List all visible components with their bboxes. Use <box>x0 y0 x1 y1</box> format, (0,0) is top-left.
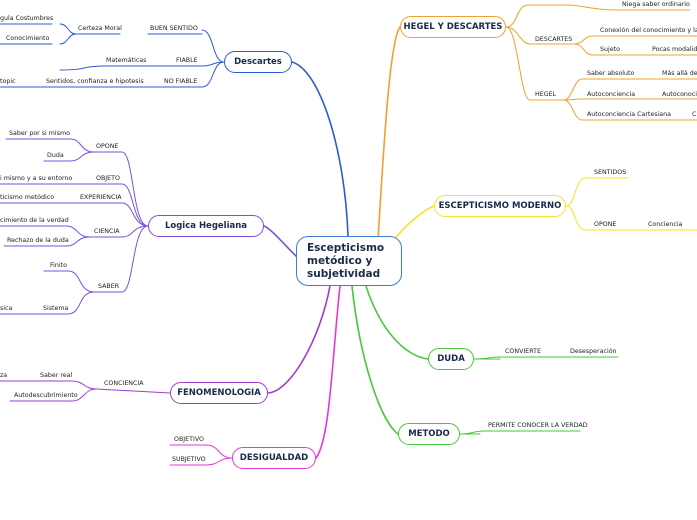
node-descartes[interactable]: Descartes <box>224 51 292 73</box>
topic-saber-absoluto[interactable]: Saber absoluto <box>587 70 635 77</box>
topic-c[interactable]: C <box>692 111 697 118</box>
node-duda[interactable]: DUDA <box>428 348 474 370</box>
topic-desesperacion[interactable]: Desesperación <box>570 348 617 355</box>
topic-gula-costumbres[interactable]: gula Costumbres <box>0 15 54 22</box>
node-logica-hegeliana[interactable]: Logica Hegeliana <box>148 215 264 237</box>
topic-matematicas[interactable]: Matemáticas <box>106 57 147 64</box>
topic-autoconciencia-cartesiana[interactable]: Autoconciencia Cartesiana <box>587 111 671 118</box>
topic-finito[interactable]: Finito <box>50 262 67 269</box>
node-metodo[interactable]: METODO <box>398 423 460 445</box>
topic-fiable[interactable]: FIABLE <box>176 57 198 64</box>
topic-conexion[interactable]: Conexión del conocimiento y la me <box>600 27 697 34</box>
topic-sujeto[interactable]: Sujeto <box>600 46 620 53</box>
node-escepticismo-moderno[interactable]: ESCEPTICISMO MODERNO <box>434 195 566 217</box>
topic-za[interactable]: za <box>0 372 8 379</box>
topic-descartes-sub[interactable]: DESCARTES <box>535 36 573 43</box>
topic-objetivo[interactable]: OBJETIVO <box>174 436 204 443</box>
topic-certeza-moral[interactable]: Certeza Moral <box>78 25 122 32</box>
topic-saber-por-si-mismo[interactable]: Saber por si mismo <box>9 130 70 137</box>
topic-autoconocim[interactable]: Autoconocim <box>662 91 697 98</box>
central-topic[interactable]: Escepticismo metódico y subjetividad <box>296 236 402 286</box>
topic-saber[interactable]: SABER <box>98 283 120 290</box>
node-hegel-y-descartes[interactable]: HEGEL Y DESCARTES <box>400 16 506 38</box>
topic-niega-saber[interactable]: Niega saber ordinario <box>622 1 690 8</box>
topic-no-fiable[interactable]: NO FIABLE <box>164 78 198 85</box>
topic-autoconciencia[interactable]: Autoconciencia <box>587 91 636 98</box>
topic-convierte[interactable]: CONVIERTE <box>505 348 541 355</box>
topic-subjetivo[interactable]: SUBJETIVO <box>172 456 206 463</box>
topic-sentidos-confianza[interactable]: Sentidos, confianza e hipotesis <box>46 78 144 85</box>
topic-conocimiento-verdad[interactable]: cimiento de la verdad <box>0 217 69 224</box>
topic-ciencia[interactable]: CIENCIA <box>94 228 120 235</box>
topic-sentidos[interactable]: SENTIDOS <box>594 169 627 176</box>
topic-permite-conocer[interactable]: PERMITE CONOCER LA VERDAD <box>488 422 588 429</box>
topic-sica[interactable]: sica <box>0 305 13 312</box>
topic-pocas-modalida[interactable]: Pocas modalida <box>652 46 697 53</box>
topic-duda-leaf[interactable]: Duda <box>47 152 64 159</box>
topic-conocimiento[interactable]: Conocimiento <box>6 35 50 42</box>
topic-topic[interactable]: topic <box>0 78 16 85</box>
topic-hegel-sub[interactable]: HEGEL <box>535 91 557 98</box>
topic-mismo-entorno[interactable]: i mismo y a su entorno <box>0 175 73 182</box>
topic-experiencia[interactable]: EXPERIENCIA <box>80 194 122 201</box>
node-desigualdad[interactable]: DESIGUALDAD <box>232 447 316 469</box>
topic-autodescubrimiento[interactable]: Autodescubrimiento <box>14 392 78 399</box>
topic-saber-real[interactable]: Saber real <box>40 372 73 379</box>
topic-rechazo-duda[interactable]: Rechazo de la duda <box>7 237 69 244</box>
topic-conciencia[interactable]: CONCIENCIA <box>104 380 144 387</box>
topic-conciencia-moderno[interactable]: Conciencia <box>648 221 683 228</box>
topic-sistema[interactable]: Sistema <box>43 305 69 312</box>
topic-buen-sentido[interactable]: BUEN SENTIDO <box>150 25 198 32</box>
topic-mas-alla[interactable]: Más allá de l <box>662 70 697 77</box>
topic-opone[interactable]: OPONE <box>96 143 119 150</box>
node-fenomenologia[interactable]: FENOMENOLOGIA <box>170 382 268 404</box>
topic-objeto[interactable]: OBJETO <box>96 175 120 182</box>
topic-escepticismo-metodico[interactable]: ticismo metódico <box>0 194 55 201</box>
topic-opone-moderno[interactable]: OPONE <box>594 221 617 228</box>
